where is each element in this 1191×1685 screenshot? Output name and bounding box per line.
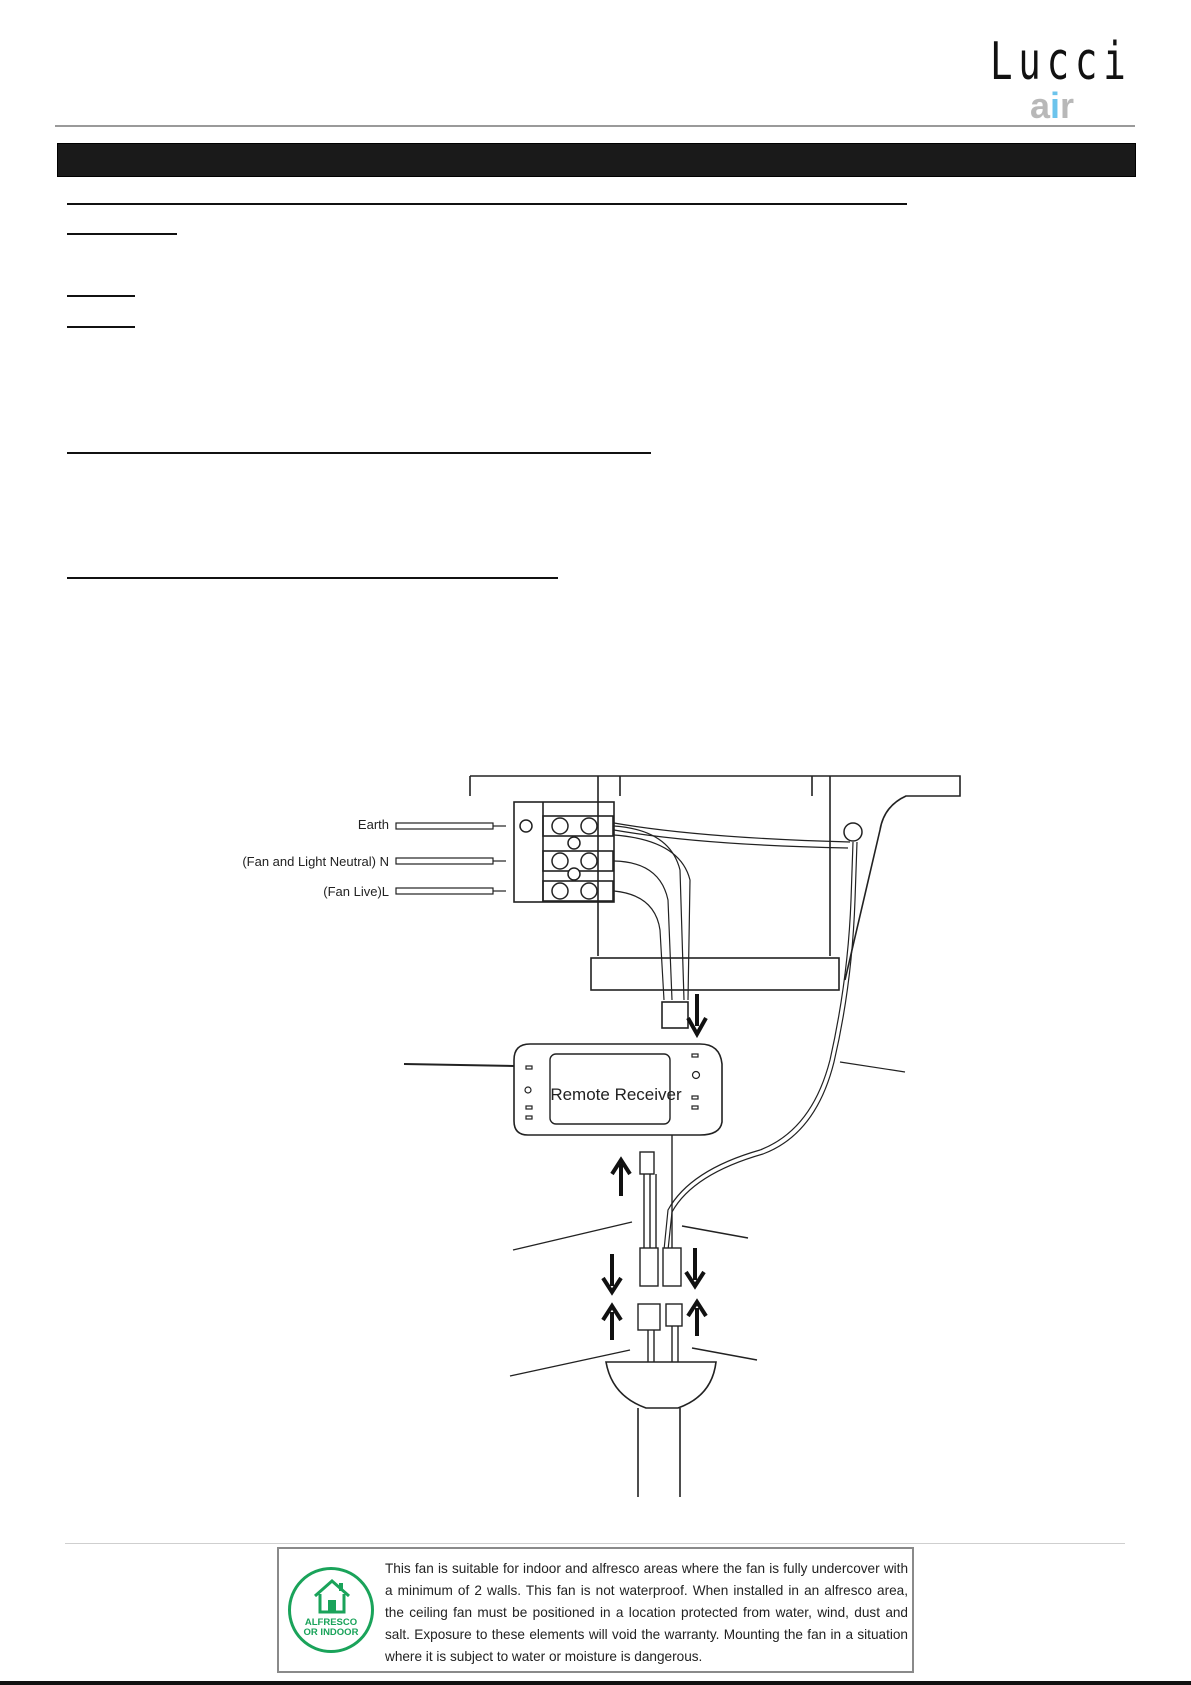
house-icon — [314, 1578, 350, 1614]
downrod — [637, 1408, 681, 1497]
lead-3 — [613, 890, 665, 1001]
alfresco-badge: ALFRESCO OR INDOOR — [288, 1567, 374, 1653]
heading-underline-1 — [67, 203, 907, 205]
brand-logo: Lucci air — [990, 36, 1126, 124]
alfresco-badge-text: ALFRESCO OR INDOOR — [291, 1618, 371, 1638]
lead-1 — [613, 825, 685, 1001]
wiring-diagram: Remote Receiver — [0, 760, 1191, 1520]
wire-live — [395, 887, 494, 895]
badge-line-2: OR INDOOR — [303, 1627, 359, 1638]
remote-receiver-label: Remote Receiver — [550, 1085, 682, 1104]
screw-earth-2 — [580, 817, 598, 835]
page-bottom-rule — [0, 1681, 1191, 1685]
bracket-earth-screw — [843, 822, 863, 842]
terminal-row-earth — [542, 815, 614, 837]
lead-earth-to-bracket-2 — [613, 829, 849, 849]
screw-earth-1 — [551, 817, 569, 835]
label-neutral: (Fan and Light Neutral) N — [242, 854, 389, 869]
header-divider — [55, 125, 1135, 127]
lead-4 — [613, 834, 691, 1001]
logo-sub-i: i — [1050, 85, 1061, 126]
logo-sub-r: r — [1060, 85, 1075, 126]
logo-sub-a: a — [1030, 85, 1051, 126]
connector-mid-right — [662, 1247, 682, 1287]
bracket-top-plate — [470, 775, 961, 981]
lead-2 — [613, 860, 673, 1001]
alfresco-notice-text: This fan is suitable for indoor and alfr… — [385, 1561, 908, 1664]
note-underline-2 — [67, 326, 135, 328]
alfresco-notice: ALFRESCO OR INDOOR This fan is suitable … — [277, 1547, 914, 1673]
terminal-row-live — [542, 880, 614, 902]
earth-lead-down-2 — [667, 841, 858, 1251]
arrow-up-3 — [686, 1298, 708, 1336]
wire-neutral — [395, 857, 494, 865]
screw-neutral-2 — [580, 852, 598, 870]
earth-lead-down — [663, 841, 854, 1251]
label-earth: Earth — [358, 817, 389, 832]
brand-logo-wordmark: Lucci — [990, 32, 1132, 92]
remote-receiver-label-box — [549, 1053, 671, 1125]
arrow-down-1 — [686, 994, 708, 1039]
earth-symbol — [519, 819, 533, 833]
heading-underline-3 — [67, 577, 558, 579]
arrow-down-2 — [601, 1254, 623, 1296]
arrow-up-2 — [601, 1302, 623, 1340]
heading-underline-2 — [67, 452, 651, 454]
connector-receiver-out — [639, 1151, 655, 1175]
section-heading-bar — [57, 143, 1136, 177]
badge-line-1: ALFRESCO — [304, 1617, 358, 1628]
joint-2 — [567, 867, 581, 881]
screw-live-1 — [551, 882, 569, 900]
label-live: (Fan Live)L — [323, 884, 389, 899]
brand-logo-subword: air — [1030, 88, 1074, 124]
note-underline-1 — [67, 295, 135, 297]
connector-lower-right — [665, 1303, 683, 1327]
connector-lower-left — [637, 1303, 661, 1331]
bracket-bottom-plate — [590, 957, 840, 991]
screw-live-2 — [580, 882, 598, 900]
terminal-block — [513, 801, 615, 903]
arrow-up-1 — [610, 1156, 632, 1196]
wire-earth — [395, 822, 494, 830]
footer-divider — [65, 1543, 1125, 1544]
connector-mid-left — [639, 1247, 659, 1287]
downrod-cup — [605, 1361, 717, 1409]
arrow-down-3 — [684, 1248, 706, 1290]
lead-earth-to-bracket — [613, 822, 851, 843]
joint-1 — [567, 836, 581, 850]
screw-neutral-1 — [551, 852, 569, 870]
heading-underline-1b — [67, 233, 177, 235]
connector-upper — [661, 1001, 689, 1029]
